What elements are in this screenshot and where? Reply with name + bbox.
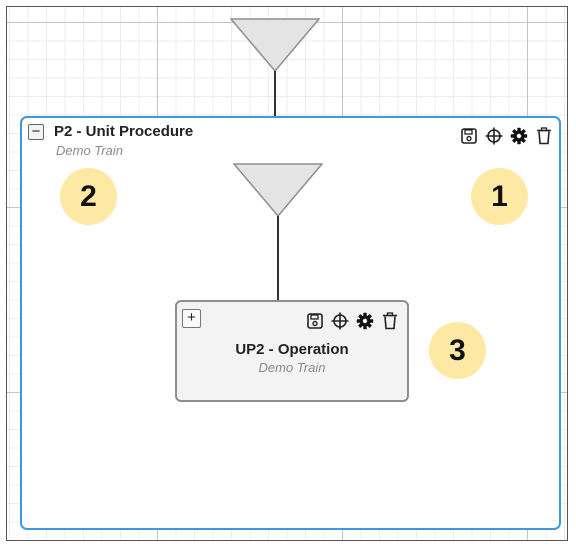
connector-line-top (274, 71, 276, 117)
unit-procedure-toolbar (460, 127, 553, 145)
trash-icon[interactable] (535, 127, 553, 145)
callout-badge-2: 2 (60, 168, 117, 225)
expand-button[interactable]: + (182, 309, 201, 328)
start-node-triangle[interactable] (230, 18, 320, 72)
collapse-button[interactable]: − (28, 124, 44, 140)
gear-icon[interactable] (356, 312, 374, 330)
operation-toolbar (306, 312, 399, 330)
save-icon[interactable] (306, 312, 324, 330)
crosshair-icon[interactable] (331, 312, 349, 330)
unit-procedure-subtitle: Demo Train (56, 143, 123, 158)
connector-line-inner (277, 216, 279, 301)
trash-icon[interactable] (381, 312, 399, 330)
operation-subtitle: Demo Train (258, 360, 326, 375)
callout-badge-1: 1 (471, 168, 528, 225)
operation-title: UP2 - Operation (235, 341, 349, 358)
crosshair-icon[interactable] (485, 127, 503, 145)
callout-badge-3: 3 (429, 322, 486, 379)
save-icon[interactable] (460, 127, 478, 145)
gear-icon[interactable] (510, 127, 528, 145)
unit-procedure-start-triangle[interactable] (233, 163, 323, 217)
operation-node[interactable] (175, 300, 409, 402)
unit-procedure-title: P2 - Unit Procedure (54, 123, 194, 140)
